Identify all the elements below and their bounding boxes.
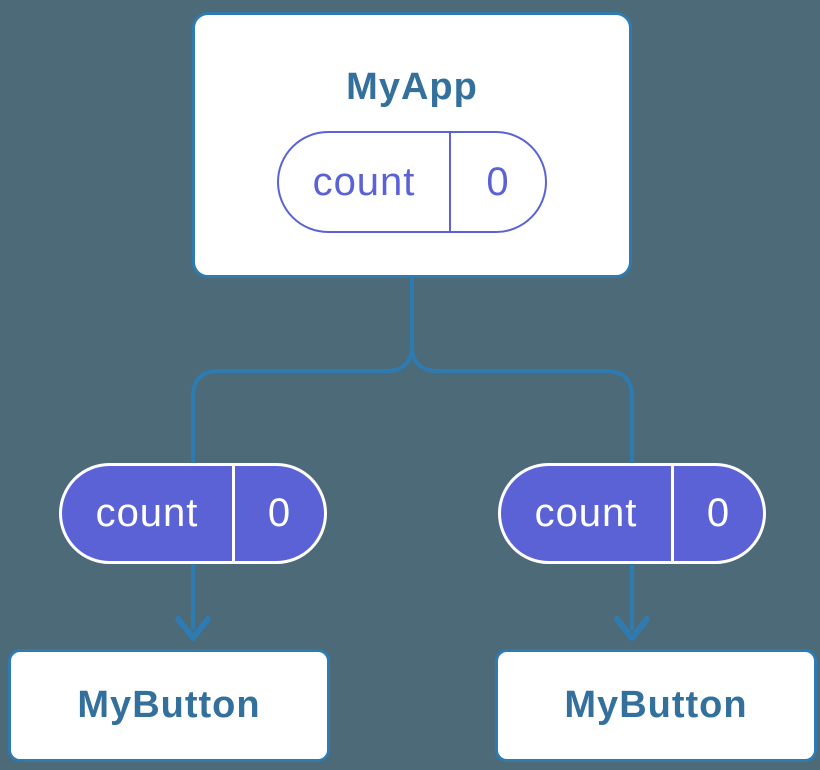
myapp-state-pill: count 0: [277, 131, 547, 233]
left-prop-pill-value: 0: [232, 466, 324, 561]
right-prop-pill-value: 0: [671, 466, 763, 561]
left-prop-pill-label: count: [95, 491, 199, 535]
node-myapp-title: MyApp: [346, 66, 478, 108]
right-prop-pill: count 0: [498, 463, 766, 564]
node-mybutton-right: MyButton: [495, 649, 817, 762]
node-mybutton-right-title: MyButton: [564, 684, 748, 726]
left-prop-pill: count 0: [59, 463, 327, 564]
state-pill-value: 0: [449, 133, 545, 231]
right-arrowhead-icon: [614, 616, 650, 641]
node-mybutton-left-title: MyButton: [77, 684, 261, 726]
parent-fork-connector: [191, 277, 634, 630]
right-prop-pill-label: count: [534, 491, 638, 535]
left-arrowhead-icon: [175, 616, 211, 641]
node-mybutton-left: MyButton: [8, 649, 330, 762]
state-pill-label: count: [312, 159, 416, 204]
node-myapp: MyApp count 0: [192, 12, 632, 278]
